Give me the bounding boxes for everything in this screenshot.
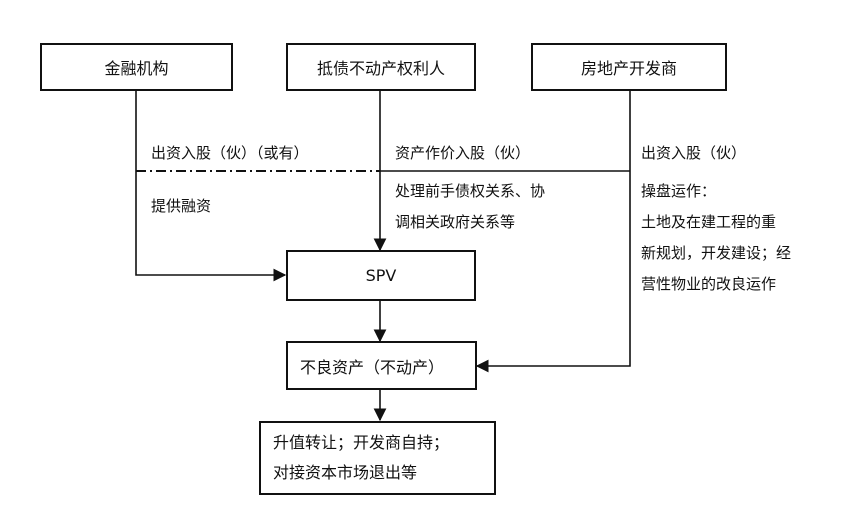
exit-label-line2: 对接资本市场退出等 — [273, 463, 418, 482]
operation-title: 操盘运作： — [641, 182, 717, 200]
exit-label-line1: 升值转让；开发商自持； — [273, 433, 450, 452]
fund-equity-optional-label: 出资入股（伙）（或有） — [151, 144, 309, 162]
spv-node: SPV — [286, 250, 476, 301]
bad-asset-node: 不良资产（不动产） — [286, 341, 477, 390]
bad-asset-label: 不良资产（不动产） — [300, 357, 445, 377]
debt-property-holder-node: 抵债不动产权利人 — [286, 43, 476, 91]
dev-fund-equity-label: 出资入股（伙） — [641, 144, 747, 162]
financing-connector — [135, 91, 287, 282]
operation-line1: 土地及在建工程的重 — [641, 213, 777, 231]
handle-relations-line1: 处理前手债权关系、协 — [395, 182, 546, 200]
asset-equity-label: 资产作价入股（伙） — [395, 144, 531, 162]
provide-financing-label: 提供融资 — [151, 197, 212, 215]
developer-connector — [475, 91, 631, 373]
developer-label: 房地产开发商 — [580, 59, 677, 78]
debt-property-holder-label: 抵债不动产权利人 — [316, 59, 445, 78]
exit-node: 升值转让；开发商自持； 对接资本市场退出等 — [259, 421, 496, 495]
financial-institution-label: 金融机构 — [104, 59, 169, 78]
spv-label: SPV — [365, 266, 397, 285]
operation-line2: 新规划，开发建设；经 — [641, 244, 792, 262]
operation-line3: 营性物业的改良运作 — [641, 275, 777, 293]
developer-node: 房地产开发商 — [531, 43, 727, 91]
handle-relations-line2: 调相关政府关系等 — [395, 213, 516, 231]
financial-institution-node: 金融机构 — [40, 43, 233, 91]
